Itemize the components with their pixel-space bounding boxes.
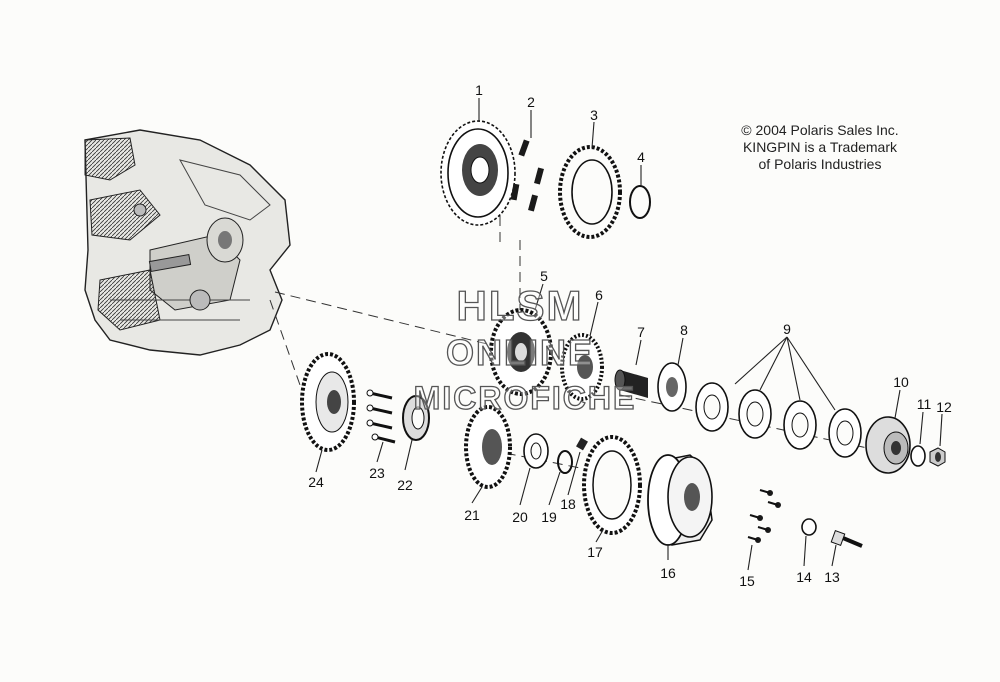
- copyright-line-1: © 2004 Polaris Sales Inc.: [741, 122, 899, 138]
- callout-24: 24: [308, 474, 324, 490]
- part-11-washer: [910, 445, 926, 467]
- callout-19: 19: [541, 509, 557, 525]
- part-7-bearing: [614, 369, 648, 398]
- part-13-bolt: [830, 530, 863, 548]
- callout-8: 8: [680, 322, 688, 338]
- part-20-washer: [523, 433, 549, 469]
- part-6-gear: [560, 333, 604, 401]
- callout-23: 23: [369, 465, 385, 481]
- callout-21: 21: [464, 507, 480, 523]
- callout-1: 1: [475, 82, 483, 98]
- part-4-snap-ring: [629, 185, 651, 219]
- callout-10: 10: [893, 374, 909, 390]
- part-8-washer: [657, 362, 687, 412]
- callout-4: 4: [637, 149, 645, 165]
- callout-15: 15: [739, 573, 755, 589]
- callout-7: 7: [637, 324, 645, 340]
- engine-crankcase: [84, 129, 291, 356]
- copyright-notice: © 2004 Polaris Sales Inc. KINGPIN is a T…: [720, 122, 920, 173]
- part-5-gear: [489, 308, 553, 396]
- part-3-ring-gear: [558, 145, 622, 239]
- part-16-drum: [647, 454, 713, 546]
- callout-18: 18: [560, 496, 576, 512]
- callout-16: 16: [660, 565, 676, 581]
- part-17-gear: [582, 435, 642, 535]
- callout-13: 13: [824, 569, 840, 585]
- callout-22: 22: [397, 477, 413, 493]
- part-14-washer: [801, 518, 817, 536]
- part-9-washers: [695, 382, 862, 458]
- callout-9: 9: [783, 321, 791, 337]
- part-18-spring: [576, 437, 588, 451]
- part-15-bolts: [747, 489, 781, 543]
- part-12-nut: [929, 447, 946, 467]
- part-22-bearing: [402, 395, 430, 441]
- callout-2: 2: [527, 94, 535, 110]
- callout-6: 6: [595, 287, 603, 303]
- callout-12: 12: [936, 399, 952, 415]
- callout-11: 11: [917, 396, 932, 412]
- copyright-line-3: of Polaris Industries: [758, 156, 882, 172]
- part-21-gear: [464, 405, 512, 489]
- callout-5: 5: [540, 268, 548, 284]
- part-1-gear: [440, 120, 516, 226]
- callout-17: 17: [587, 544, 603, 560]
- copyright-line-2: KINGPIN is a Trademark: [742, 139, 898, 155]
- part-10-hub: [865, 416, 911, 474]
- callout-14: 14: [796, 569, 812, 585]
- leader-lines: [315, 98, 943, 571]
- callout-labels: 1 2 3 4 5 6 7 8 9 10 11 12 13 14 15 16 1…: [308, 82, 952, 589]
- part-19-clip: [557, 450, 573, 474]
- part-23-bolts: [366, 389, 396, 444]
- part-24-gear: [300, 352, 356, 452]
- part-2-pins: [510, 139, 544, 212]
- callout-3: 3: [590, 107, 598, 123]
- callout-20: 20: [512, 509, 528, 525]
